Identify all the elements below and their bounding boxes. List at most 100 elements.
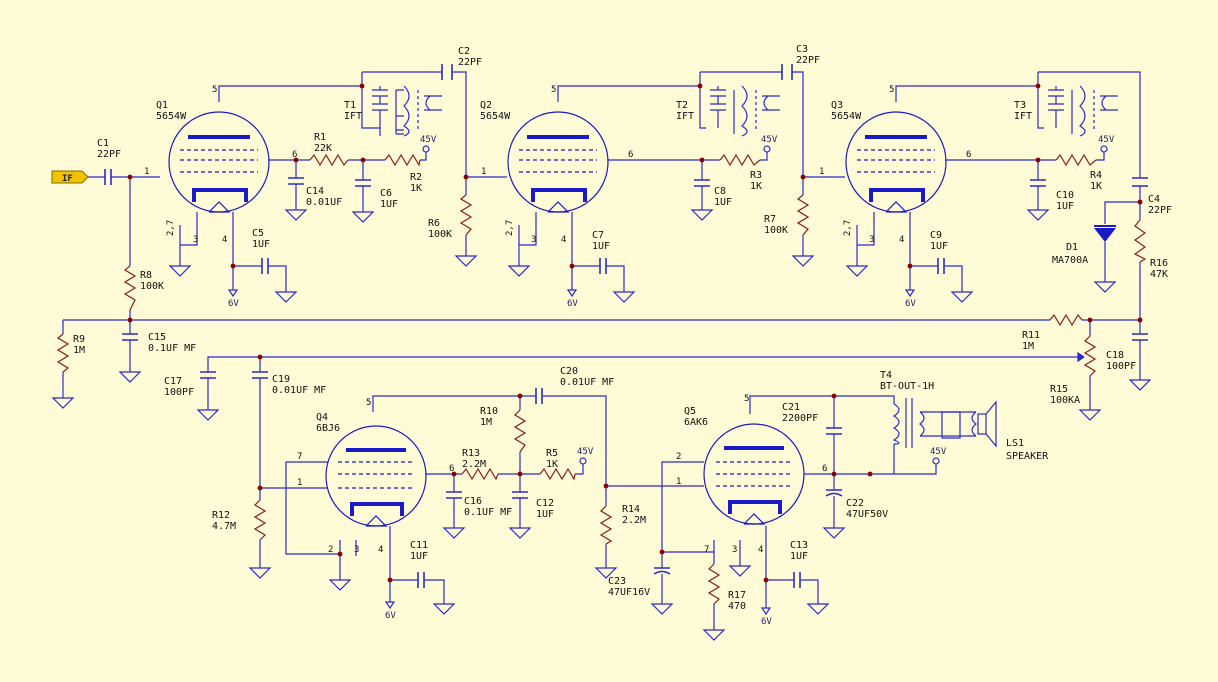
capacitor-c23 <box>653 567 671 575</box>
pin-number: 1 <box>144 167 149 177</box>
component-label: C23 <box>608 576 626 587</box>
junction-dot <box>451 471 457 477</box>
junction-dot <box>257 485 263 491</box>
pin-number: 5 <box>366 398 371 408</box>
component-label: R8 <box>140 270 152 281</box>
heater-supply-label: 6V <box>761 617 772 627</box>
b-plus-terminal <box>763 145 771 153</box>
transformer-t4 <box>892 398 977 448</box>
component-label: R2 <box>410 172 422 183</box>
ground-symbol <box>118 371 142 383</box>
component-label: R1 <box>314 132 326 143</box>
capacitor-c5 <box>261 258 269 274</box>
pin-number: 1 <box>819 167 824 177</box>
component-label: R14 <box>622 504 640 515</box>
component-label: C3 <box>796 44 808 55</box>
resistor-r10 <box>513 409 527 453</box>
junction-dot <box>867 471 873 477</box>
component-label: 47K <box>1150 269 1168 280</box>
component-label: R5 <box>546 448 558 459</box>
component-label: 0.1UF MF <box>464 507 512 518</box>
component-label: C5 <box>252 228 264 239</box>
heater-supply-symbol <box>384 601 396 610</box>
ground-symbol <box>432 603 456 615</box>
component-label: R10 <box>480 406 498 417</box>
component-label: Q1 <box>156 100 168 111</box>
component-label: C12 <box>536 498 554 509</box>
pin-number: 3 <box>732 545 737 555</box>
ground-symbol <box>248 567 272 579</box>
component-label: BT-OUT-1H <box>880 381 934 392</box>
pin-number: 2,7 <box>505 220 515 236</box>
component-label: 1M <box>73 345 85 356</box>
capacitor-c1 <box>104 169 112 185</box>
component-label: IFT <box>1014 111 1032 122</box>
resistor-r9 <box>56 333 70 373</box>
b-plus-terminal <box>1100 145 1108 153</box>
component-label: 0.01UF <box>306 197 342 208</box>
ground-symbol <box>1093 281 1117 293</box>
heater-supply-symbol <box>227 289 239 298</box>
resistor-r15 <box>1083 335 1097 377</box>
pin-number: 6 <box>292 150 297 160</box>
speaker-ls1 <box>977 400 997 448</box>
component-label: C10 <box>1056 190 1074 201</box>
component-label: 5654W <box>480 111 511 122</box>
junction-dot <box>699 157 705 163</box>
capacitor-c7 <box>599 258 607 274</box>
junction-dot <box>1035 83 1041 89</box>
junction-dot <box>1137 199 1143 205</box>
ground-symbol <box>1026 209 1050 221</box>
pin-number: 4 <box>899 235 904 245</box>
resistor-r8 <box>123 265 137 311</box>
ground-symbol <box>612 291 636 303</box>
component-label: R3 <box>750 170 762 181</box>
capacitor-c10 <box>1030 179 1046 187</box>
junction-dot <box>387 577 393 583</box>
pin-number: 5 <box>744 394 749 404</box>
junction-dot <box>907 263 913 269</box>
ground-symbol <box>454 255 478 267</box>
capacitor-c4 <box>1132 177 1148 187</box>
component-label: T4 <box>880 370 892 381</box>
pin-number: 3 <box>531 235 536 245</box>
component-label: C16 <box>464 496 482 507</box>
ground-symbol <box>1078 409 1102 421</box>
ground-symbol <box>791 255 815 267</box>
resistor-r13 <box>461 467 499 481</box>
ground-symbol <box>950 291 974 303</box>
ground-symbol <box>822 527 846 539</box>
component-label: Q5 <box>684 406 696 417</box>
b-plus-terminal <box>579 457 587 465</box>
component-label: 1UF <box>1056 201 1074 212</box>
junction-dot <box>800 174 806 180</box>
tube-q1 <box>168 111 270 213</box>
component-label: C20 <box>560 366 578 377</box>
capacitor-c21 <box>826 427 842 435</box>
pin-number: 5 <box>551 85 556 95</box>
ground-symbol <box>594 567 618 579</box>
component-label: 22PF <box>796 55 820 66</box>
pin-number: 5 <box>889 85 894 95</box>
component-label: 2.2M <box>462 459 486 470</box>
component-label: 47UF50V <box>846 509 888 520</box>
capacitor-c11 <box>417 572 425 588</box>
b-plus-label: 45V <box>761 135 778 145</box>
component-label: Q2 <box>480 100 492 111</box>
component-label: 5654W <box>831 111 862 122</box>
component-label: 22PF <box>1148 205 1172 216</box>
component-label: R15 <box>1050 384 1068 395</box>
capacitor-c8 <box>694 179 710 187</box>
b-plus-label: 45V <box>1098 135 1115 145</box>
component-label: IFT <box>344 111 362 122</box>
ground-symbol <box>1128 379 1152 391</box>
ground-symbol <box>728 565 752 577</box>
component-label: R7 <box>764 214 776 225</box>
pin-number: 6 <box>628 150 633 160</box>
component-label: T3 <box>1014 100 1026 111</box>
ground-symbol <box>508 527 532 539</box>
heater-supply-symbol <box>566 289 578 298</box>
component-label: SPEAKER <box>1006 451 1049 462</box>
capacitor-c12 <box>512 491 528 499</box>
